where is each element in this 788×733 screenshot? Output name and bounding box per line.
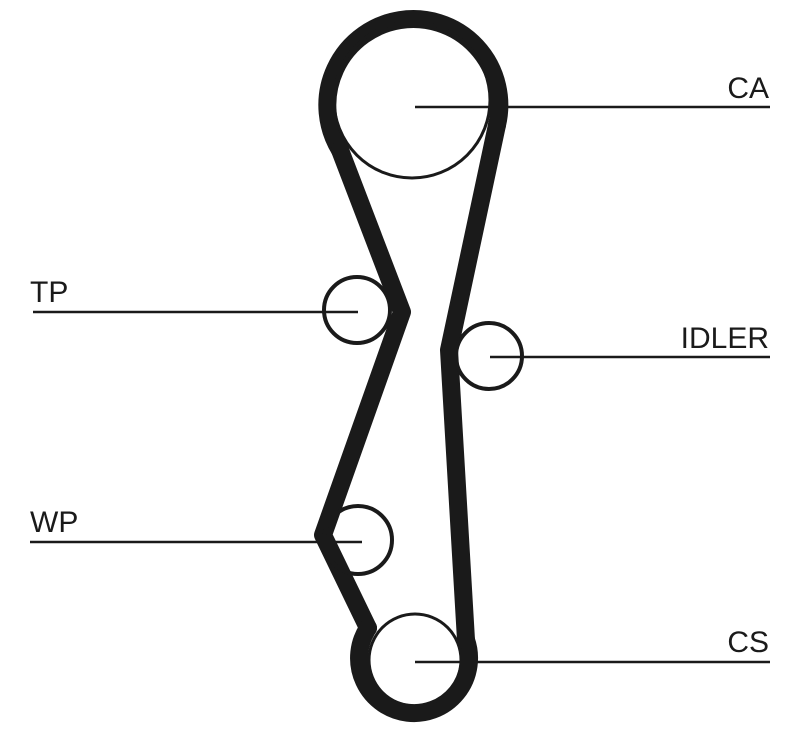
- label-tp: TP: [30, 276, 68, 309]
- label-cs: CS: [727, 626, 769, 659]
- crankshaft-pulley: [367, 612, 463, 708]
- water-pump-pulley: [322, 504, 394, 576]
- timing-belt: [314, 10, 509, 723]
- label-wp: WP: [30, 506, 78, 539]
- tensioner-pulley: [322, 275, 392, 345]
- label-idler: IDLER: [681, 322, 769, 355]
- camshaft-pulley: [332, 20, 492, 180]
- label-ca: CA: [727, 72, 769, 105]
